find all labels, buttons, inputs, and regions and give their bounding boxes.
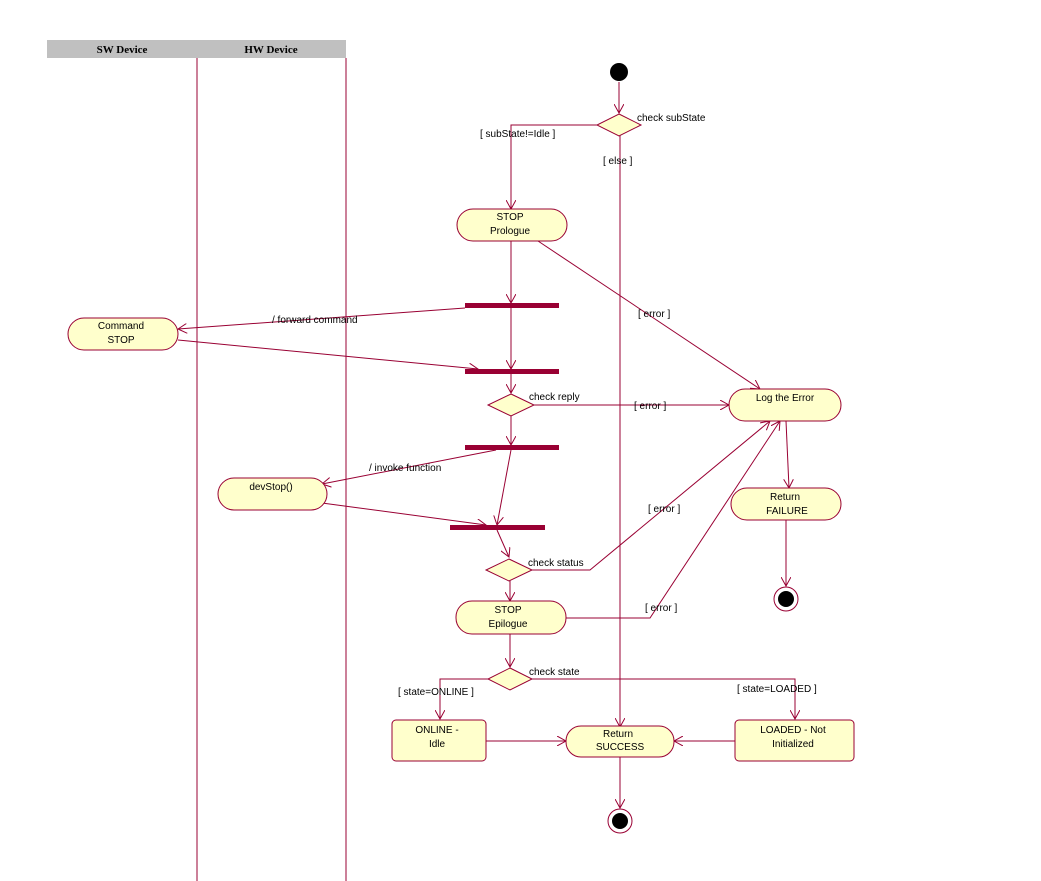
edge-devstop-to-join2 bbox=[321, 502, 486, 525]
activity-stop-epilogue-line1: STOP bbox=[494, 605, 521, 616]
edge-status-error-to-log bbox=[532, 421, 770, 571]
swimlane-hw-device: HW Device bbox=[244, 44, 297, 56]
activity-online-idle: ONLINE - Idle bbox=[391, 719, 487, 762]
edge-labels: [ subState!=Idle ] [ else ] / forward co… bbox=[272, 129, 817, 698]
start-node bbox=[610, 63, 628, 81]
edge-label-state-loaded: [ state=LOADED ] bbox=[737, 684, 817, 695]
swimlane-sw-device: SW Device bbox=[97, 44, 148, 56]
fork-bar-2 bbox=[465, 445, 559, 450]
decision-check-substate: check subState bbox=[595, 113, 706, 137]
activity-dev-stop: devStop() bbox=[217, 477, 328, 511]
edge-label-error-prologue: [ error ] bbox=[638, 309, 670, 320]
edge-label-forward-command: / forward command bbox=[272, 315, 358, 326]
edge-log-to-failure bbox=[786, 420, 789, 488]
activity-loaded: LOADED - Not Initialized bbox=[734, 719, 855, 762]
swimlane-headers: SW Device HW Device bbox=[47, 40, 347, 881]
edge-fork2-to-devstop bbox=[322, 449, 497, 484]
activity-command-stop-line2: STOP bbox=[107, 335, 134, 346]
edge-join2-to-check-status bbox=[496, 529, 509, 557]
activity-stop-prologue-line1: STOP bbox=[496, 212, 523, 223]
activity-online-idle-line1: ONLINE - bbox=[415, 725, 458, 736]
activity-return-success: Return SUCCESS bbox=[565, 725, 675, 758]
activity-return-success-line2: SUCCESS bbox=[596, 742, 645, 753]
edge-command-stop-to-join1 bbox=[177, 339, 478, 369]
swimlane-header-bar bbox=[47, 40, 346, 58]
end-node-failure bbox=[773, 586, 799, 612]
edge-label-else: [ else ] bbox=[603, 156, 633, 167]
edge-state-to-loaded bbox=[532, 678, 795, 719]
edge-substate-to-prologue bbox=[511, 124, 597, 209]
edge-label-substate-not-idle: [ subState!=Idle ] bbox=[480, 129, 556, 140]
activity-return-failure-line2: FAILURE bbox=[766, 506, 808, 517]
join-bar-2 bbox=[450, 525, 545, 530]
activity-command-stop-line1: Command bbox=[98, 321, 144, 332]
decision-label-check-status: check status bbox=[528, 558, 584, 569]
edge-epilogue-error-to-log bbox=[565, 421, 780, 619]
edge-prologue-error-to-log bbox=[537, 240, 760, 389]
activity-log-error: Log the Error bbox=[728, 388, 842, 422]
decision-label-check-reply: check reply bbox=[529, 392, 580, 403]
edge-label-state-online: [ state=ONLINE ] bbox=[398, 687, 474, 698]
fork-bar-1 bbox=[465, 303, 559, 308]
edge-fork1-to-command-stop bbox=[178, 307, 466, 329]
activity-stop-prologue-line2: Prologue bbox=[490, 226, 530, 237]
activity-stop-prologue: STOP Prologue bbox=[456, 208, 568, 242]
edge-state-to-online bbox=[440, 678, 488, 719]
activity-stop-epilogue-line2: Epilogue bbox=[489, 619, 528, 630]
activity-command-stop: Command STOP bbox=[67, 317, 179, 351]
edge-label-error-reply: [ error ] bbox=[634, 401, 666, 412]
decision-check-state: check state bbox=[486, 667, 580, 691]
edge-label-invoke-function: / invoke function bbox=[369, 463, 441, 474]
edge-label-error-epilogue: [ error ] bbox=[645, 603, 677, 614]
end-node-success bbox=[607, 808, 633, 834]
join-bar-1 bbox=[465, 369, 559, 374]
decision-check-reply: check reply bbox=[486, 392, 580, 417]
decision-label-check-substate: check subState bbox=[637, 113, 706, 124]
activity-dev-stop-label: devStop() bbox=[249, 482, 292, 493]
edge-fork2-to-join2 bbox=[497, 449, 512, 525]
activity-return-success-line1: Return bbox=[603, 729, 633, 740]
activity-online-idle-line2: Idle bbox=[429, 739, 446, 750]
decision-label-check-state: check state bbox=[529, 667, 580, 678]
activity-log-error-label: Log the Error bbox=[756, 393, 815, 404]
activity-loaded-line2: Initialized bbox=[772, 739, 814, 750]
activity-stop-epilogue: STOP Epilogue bbox=[455, 600, 567, 635]
edges bbox=[178, 82, 795, 808]
activity-return-failure: Return FAILURE bbox=[730, 487, 842, 521]
activity-loaded-line1: LOADED - Not bbox=[760, 725, 826, 736]
activity-return-failure-line1: Return bbox=[770, 492, 800, 503]
decision-check-status: check status bbox=[484, 558, 584, 582]
edge-label-error-status: [ error ] bbox=[648, 504, 680, 515]
